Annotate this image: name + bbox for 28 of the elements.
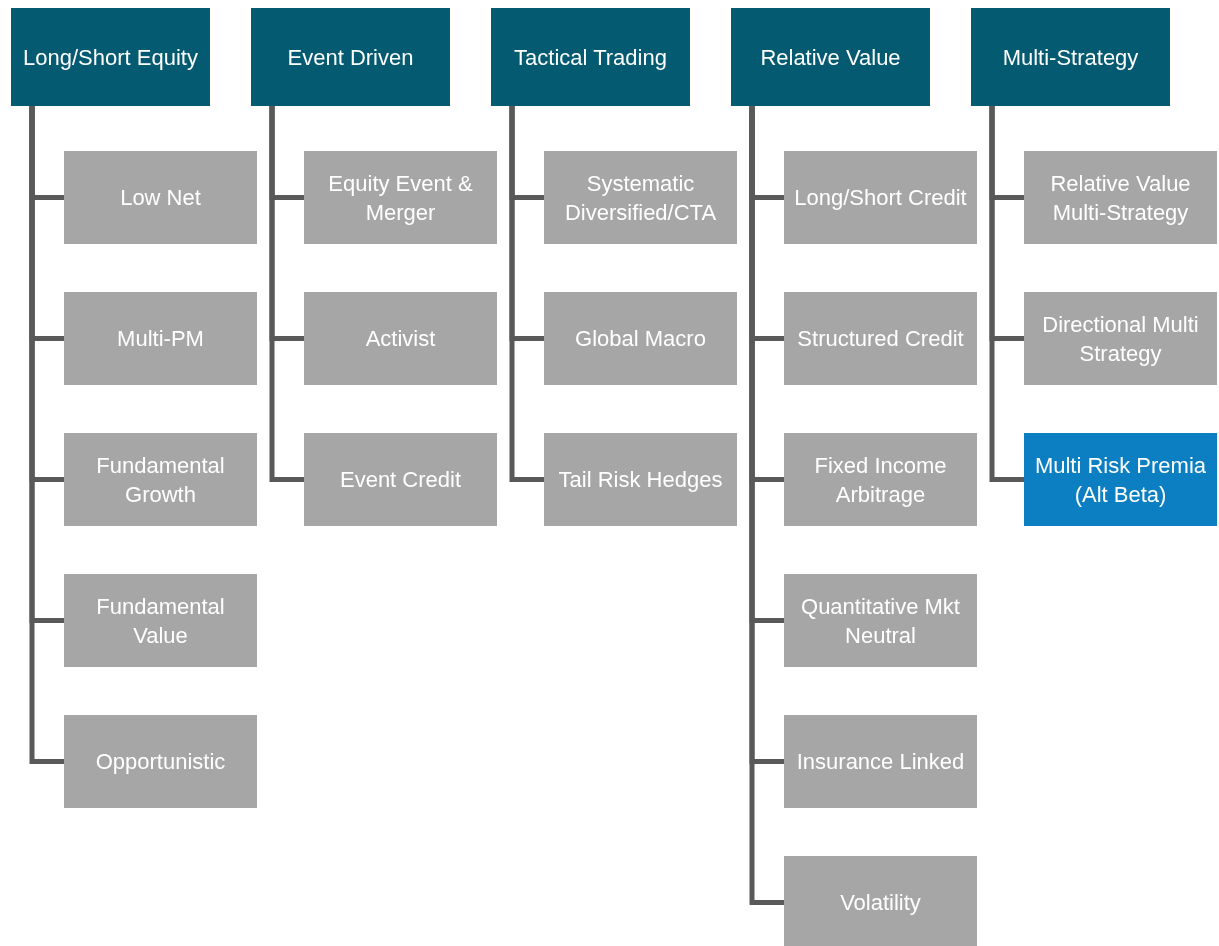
category-box: Multi-Strategy [971, 8, 1170, 106]
category-box: Long/Short Equity [11, 8, 210, 106]
strategy-box: Fundamental Growth [64, 433, 257, 526]
strategy-box: Long/Short Credit [784, 151, 977, 244]
strategy-box: Multi Risk Premia (Alt Beta) [1024, 433, 1217, 526]
strategy-box: Insurance Linked [784, 715, 977, 808]
category-box: Tactical Trading [491, 8, 690, 106]
strategy-box: Systematic Diversified/CTA [544, 151, 737, 244]
strategy-box: Global Macro [544, 292, 737, 385]
strategy-box: Equity Event & Merger [304, 151, 497, 244]
strategy-box: Activist [304, 292, 497, 385]
strategy-box: Opportunistic [64, 715, 257, 808]
strategy-box: Volatility [784, 856, 977, 946]
strategy-box: Fixed Income Arbitrage [784, 433, 977, 526]
strategy-box: Multi-PM [64, 292, 257, 385]
connector-line [269, 106, 304, 482]
strategy-box: Tail Risk Hedges [544, 433, 737, 526]
strategy-box: Quantitative Mkt Neutral [784, 574, 977, 667]
connector-line [989, 106, 1024, 482]
strategy-box: Event Credit [304, 433, 497, 526]
connector-line [509, 106, 544, 482]
strategy-box: Relative Value Multi-Strategy [1024, 151, 1217, 244]
strategy-box: Directional Multi Strategy [1024, 292, 1217, 385]
strategy-box: Low Net [64, 151, 257, 244]
strategy-box: Structured Credit [784, 292, 977, 385]
category-box: Event Driven [251, 8, 450, 106]
category-box: Relative Value [731, 8, 930, 106]
strategy-box: Fundamental Value [64, 574, 257, 667]
